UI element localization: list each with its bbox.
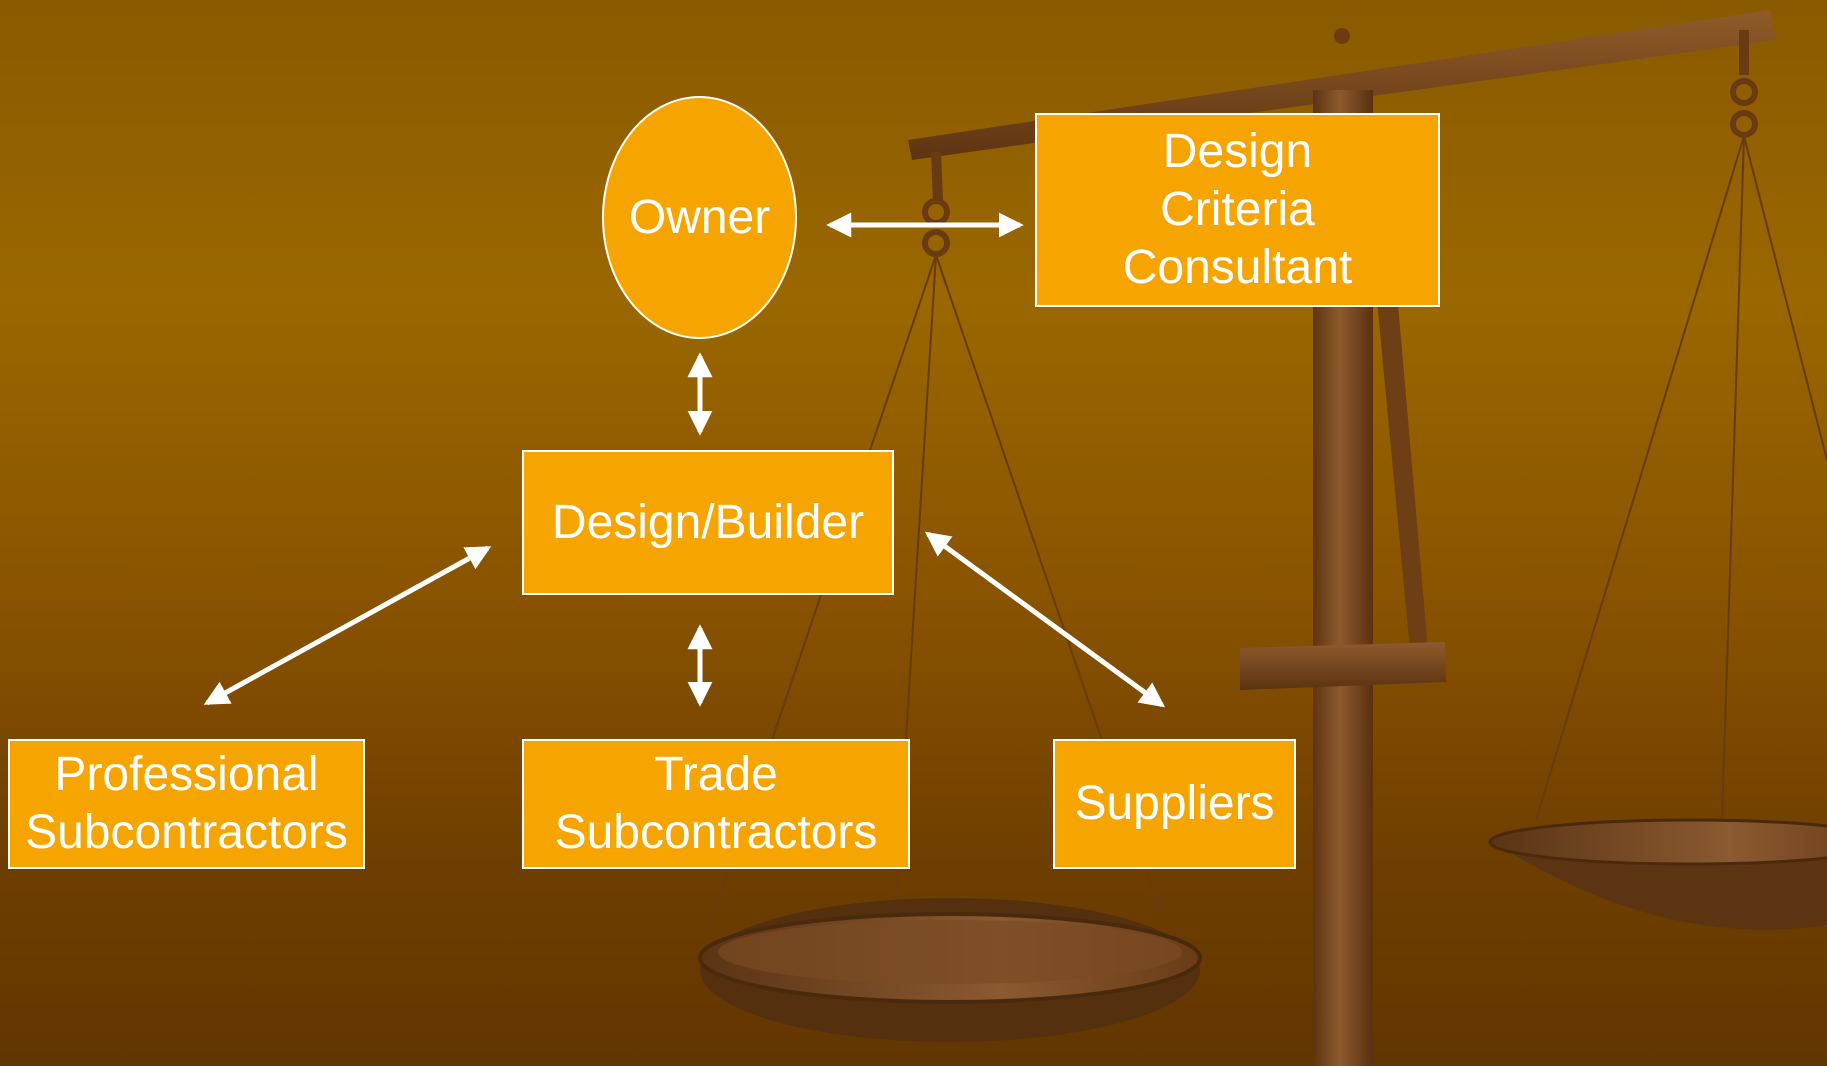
trade-subcontractors-node: Trade Subcontractors bbox=[522, 739, 910, 869]
owner-node: Owner bbox=[602, 96, 797, 339]
arrow-designbuilder-professional bbox=[203, 545, 492, 706]
professional-subcontractors-label: Professional Subcontractors bbox=[25, 748, 348, 859]
right-pan bbox=[1488, 818, 1827, 930]
design-criteria-consultant-node: Design Criteria Consultant bbox=[1035, 113, 1440, 307]
professional-subcontractors-node: Professional Subcontractors bbox=[8, 739, 365, 869]
owner-label: Owner bbox=[628, 190, 771, 244]
suppliers-node: Suppliers bbox=[1053, 739, 1296, 869]
trade-subcontractors-label: Trade Subcontractors bbox=[554, 748, 878, 859]
right-pan-hanger bbox=[1535, 30, 1827, 821]
left-pan bbox=[698, 898, 1202, 1042]
design-criteria-consultant-label: Design Criteria Consultant bbox=[1122, 125, 1353, 294]
design-builder-node: Design/Builder bbox=[522, 450, 894, 595]
suppliers-label: Suppliers bbox=[1074, 777, 1275, 830]
design-builder-label: Design/Builder bbox=[551, 495, 865, 549]
arrow-designbuilder-suppliers bbox=[924, 531, 1166, 708]
